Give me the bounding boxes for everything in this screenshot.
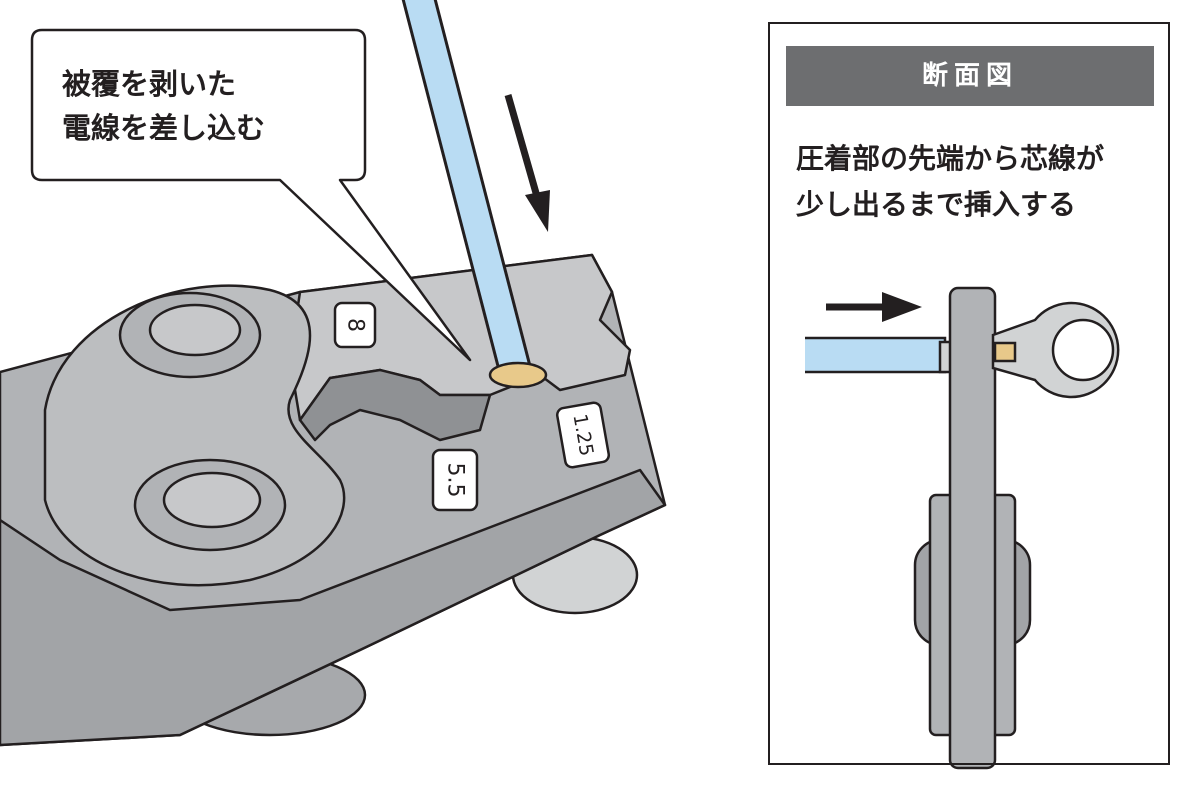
pivot-bolt-top-cap bbox=[148, 303, 242, 357]
size-label-1-25 bbox=[555, 401, 611, 469]
terminal-barrel bbox=[488, 361, 548, 389]
callout-line-1: 被覆を剥いた bbox=[62, 67, 237, 101]
section-panel-title: 断面図 bbox=[786, 46, 1154, 106]
callout-line-2: 電線を差し込む bbox=[62, 111, 266, 145]
section-arrow-head bbox=[882, 292, 922, 322]
callout-text: 被覆を剥いた 電線を差し込む bbox=[62, 62, 265, 150]
section-line-2: 少し出るまで挿入する bbox=[796, 188, 1077, 221]
section-panel-text: 圧着部の先端から芯線が 少し出るまで挿入する bbox=[796, 136, 1104, 228]
section-panel: 断面図 圧着部の先端から芯線が 少し出るまで挿入する bbox=[768, 22, 1170, 765]
size-label-8 bbox=[333, 301, 377, 349]
crimp-die-recess bbox=[298, 368, 492, 442]
callout-bubble bbox=[30, 28, 472, 362]
size-label-8-text: 8 bbox=[343, 318, 368, 332]
insert-arrow-shaft bbox=[504, 94, 542, 201]
section-jaw-plate bbox=[948, 286, 997, 770]
size-label-5-5-text: 5.5 bbox=[443, 463, 468, 498]
section-line-1: 圧着部の先端から芯線が bbox=[796, 142, 1105, 175]
insert-arrow-head bbox=[525, 190, 550, 232]
pivot-bolt-bottom-cap bbox=[162, 471, 262, 529]
ring-terminal-hole bbox=[1051, 318, 1115, 382]
wire-insulation bbox=[404, 0, 529, 374]
section-core-wire bbox=[993, 341, 1017, 363]
tool-front-face bbox=[0, 468, 667, 747]
size-label-5-5 bbox=[431, 448, 479, 512]
